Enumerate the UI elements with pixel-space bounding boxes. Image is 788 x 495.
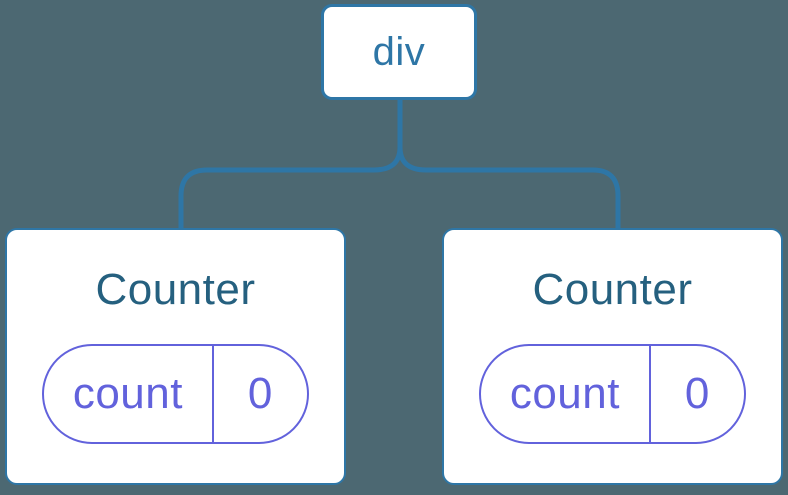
tree-node-counter-1: Counter count 0 bbox=[5, 228, 346, 485]
state-pill: count 0 bbox=[42, 344, 309, 445]
connector-left-branch bbox=[178, 100, 403, 229]
state-value: 0 bbox=[684, 369, 710, 419]
state-key: count bbox=[481, 346, 651, 443]
root-node-label: div bbox=[372, 29, 426, 74]
tree-node-counter-2: Counter count 0 bbox=[442, 228, 783, 485]
tree-node-div: div bbox=[321, 4, 477, 100]
connector-right-branch bbox=[397, 100, 621, 229]
counter-title: Counter bbox=[532, 265, 693, 314]
counter-title: Counter bbox=[95, 265, 256, 314]
state-value: 0 bbox=[247, 369, 273, 419]
state-pill: count 0 bbox=[479, 344, 746, 445]
state-key: count bbox=[44, 346, 214, 443]
